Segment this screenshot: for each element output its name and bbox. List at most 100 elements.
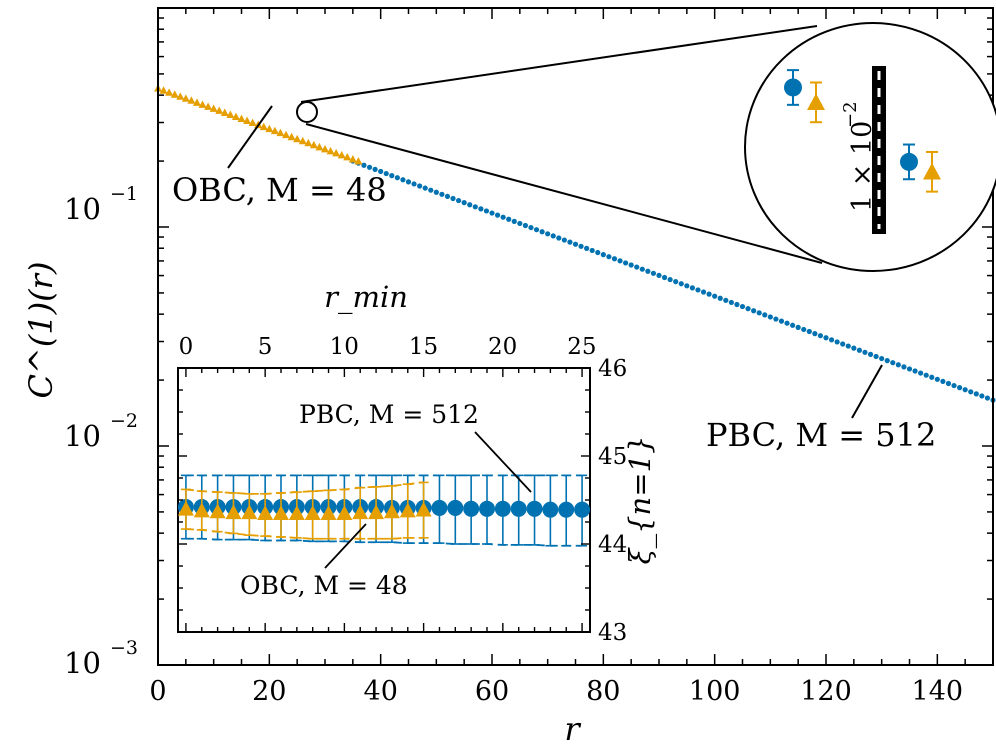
inset-x-tick-label: 25 — [567, 334, 596, 360]
pbc-point — [745, 306, 751, 312]
obc-point — [304, 138, 313, 147]
pbc-point — [494, 212, 501, 218]
pbc-point — [867, 351, 874, 357]
y-tick-label-base: 10 — [64, 192, 101, 226]
y-tick-label-exp: −3 — [110, 637, 138, 659]
pbc-point — [706, 291, 712, 297]
pbc-point — [957, 385, 963, 391]
y-tick-label-exp: −2 — [110, 410, 138, 432]
pbc-point — [639, 266, 645, 272]
pbc-point — [845, 343, 851, 349]
y-axis-label: C^(1)(r) — [22, 262, 60, 399]
pbc-point — [773, 316, 779, 322]
pbc-point — [790, 322, 796, 328]
pbc-point — [472, 204, 478, 210]
pbc-point — [394, 175, 400, 181]
pbc-point — [945, 380, 952, 387]
inset-obc-point — [368, 504, 385, 520]
obc-point — [287, 132, 296, 141]
obc-point — [209, 104, 218, 112]
inset-obc-point — [415, 501, 432, 517]
pbc-point — [483, 208, 490, 214]
obc-point — [248, 118, 257, 127]
pbc-point — [628, 262, 634, 268]
obc-point — [237, 114, 246, 123]
pbc-point — [589, 247, 595, 254]
obc-point — [348, 155, 357, 163]
inset-obc-point — [225, 504, 242, 520]
pbc-point — [678, 281, 684, 287]
obc-point — [282, 130, 291, 139]
pbc-point — [461, 200, 467, 206]
zoom-point-pbc — [900, 152, 918, 171]
inset-annotation-pbc: PBC, M = 512 — [299, 400, 479, 429]
scale-bar-label: 1 × 10 — [847, 121, 878, 212]
pbc-point — [984, 395, 991, 401]
pbc-point — [979, 393, 985, 399]
annotation-line-obc — [227, 105, 273, 169]
x-tick-label: 20 — [252, 676, 286, 707]
obc-point — [220, 108, 229, 116]
inset-pbc-point — [494, 500, 511, 517]
pbc-point — [600, 252, 606, 258]
obc-point — [309, 140, 318, 149]
pbc-point — [411, 181, 417, 187]
pbc-point — [723, 297, 729, 303]
zoom-connector-top — [300, 25, 818, 103]
pbc-point — [756, 310, 762, 316]
y-tick-label-base: 10 — [64, 419, 101, 453]
pbc-point — [645, 268, 651, 274]
inset-annotation-line-obc — [324, 523, 367, 569]
obc-point — [265, 124, 274, 133]
zoom-scale-bar — [872, 66, 886, 234]
pbc-point — [489, 210, 495, 216]
pbc-point — [372, 166, 378, 172]
obc-point — [343, 153, 352, 161]
pbc-point — [728, 299, 734, 306]
pbc-point — [584, 245, 590, 251]
inset-obc-point — [241, 504, 258, 520]
x-tick-label: 140 — [912, 676, 964, 707]
pbc-point — [734, 301, 740, 308]
pbc-point — [828, 337, 835, 343]
main-plot: 0 20 40 60 80 100 120 140 10 −1 10 −2 10… — [22, 7, 996, 747]
pbc-point — [595, 249, 601, 256]
pbc-point — [439, 191, 445, 197]
pbc-point — [851, 345, 857, 351]
inset-obc-point — [304, 505, 321, 520]
zoom-point-obc — [807, 93, 825, 111]
inset-y-tick-label: 45 — [598, 444, 627, 470]
pbc-point — [506, 216, 512, 222]
pbc-point — [912, 368, 918, 374]
y-tick-label-base: 10 — [64, 646, 101, 680]
pbc-point — [578, 243, 584, 249]
obc-point — [187, 96, 196, 104]
pbc-point — [550, 233, 556, 239]
pbc-point — [623, 260, 629, 266]
inset-obc-lower-bound — [185, 528, 424, 540]
pbc-point — [366, 164, 373, 170]
zoom-source-circle — [296, 101, 318, 123]
pbc-point — [511, 218, 517, 224]
pbc-point — [929, 374, 935, 380]
obc-point — [176, 92, 185, 100]
obc-point — [332, 148, 341, 157]
obc-point — [298, 136, 307, 145]
inset-pbc-point — [558, 501, 575, 518]
pbc-point — [918, 370, 924, 376]
inset-x-tick-label: 0 — [179, 334, 194, 360]
pbc-point — [962, 387, 968, 393]
inset-obc-point — [177, 500, 194, 516]
pbc-point — [572, 241, 579, 247]
pbc-point — [500, 214, 506, 220]
obc-point — [321, 144, 329, 153]
pbc-point — [467, 202, 473, 208]
inset-obc-point — [288, 505, 305, 520]
annotation-pbc: PBC, M = 512 — [706, 416, 936, 454]
inset-pbc-point — [542, 501, 559, 518]
pbc-point — [650, 270, 657, 276]
pbc-point — [739, 303, 746, 310]
pbc-point — [405, 179, 412, 185]
inset-x-axis-label: r_min — [324, 280, 408, 315]
pbc-point — [806, 328, 812, 335]
